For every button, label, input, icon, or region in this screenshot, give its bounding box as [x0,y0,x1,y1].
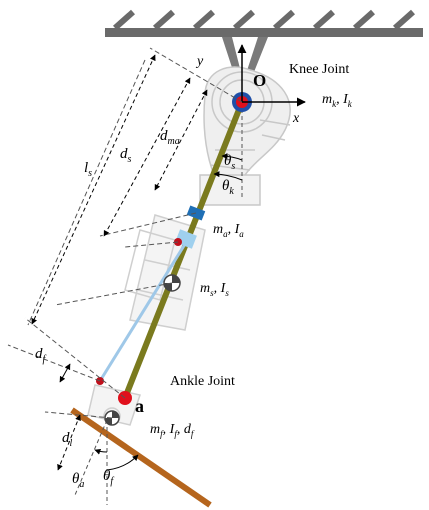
shank-rod [122,99,245,401]
dim-df-arrow [59,363,71,383]
knee-housing [199,66,291,206]
knee-mass-inertia-label: mk, Ik [322,92,353,109]
dim-dl-label: dl [62,430,73,449]
foot-mass-inertia-label: mf, If, df [150,422,195,439]
theta-s-label: θs [224,153,235,172]
dim-df-label: df [35,346,47,365]
origin-label: O [253,71,266,90]
theta-a-label: θa [72,471,84,490]
theta-a-arc [94,448,108,455]
theta-f-arc [106,454,139,471]
dim-dma-arrow [154,89,208,191]
dim-ds-label: ds [120,146,132,165]
theta-f-label: θf [103,468,114,487]
theta-k-arc [213,171,243,181]
theta-s-arc [221,153,243,161]
point-a-label: a [135,396,144,416]
shank-mass-inertia-label: ms, Is [200,281,229,298]
dim-dma-label: dma [160,128,180,147]
axis-y-label: y [195,54,204,69]
dim-ls-arrow [31,54,156,325]
ankle-joint-label: Ankle Joint [170,374,235,389]
knee-joint-label: Knee Joint [289,62,349,77]
axis-x-label: x [292,111,300,126]
dim-dl-arrow [57,414,81,471]
dim-ds-arrow [103,77,191,237]
foot-plate [70,407,212,508]
actuator-mass-inertia-label: ma, Ia [213,222,244,239]
theta-k-label: θk [222,178,234,197]
dim-ls-label: ls [84,160,92,179]
